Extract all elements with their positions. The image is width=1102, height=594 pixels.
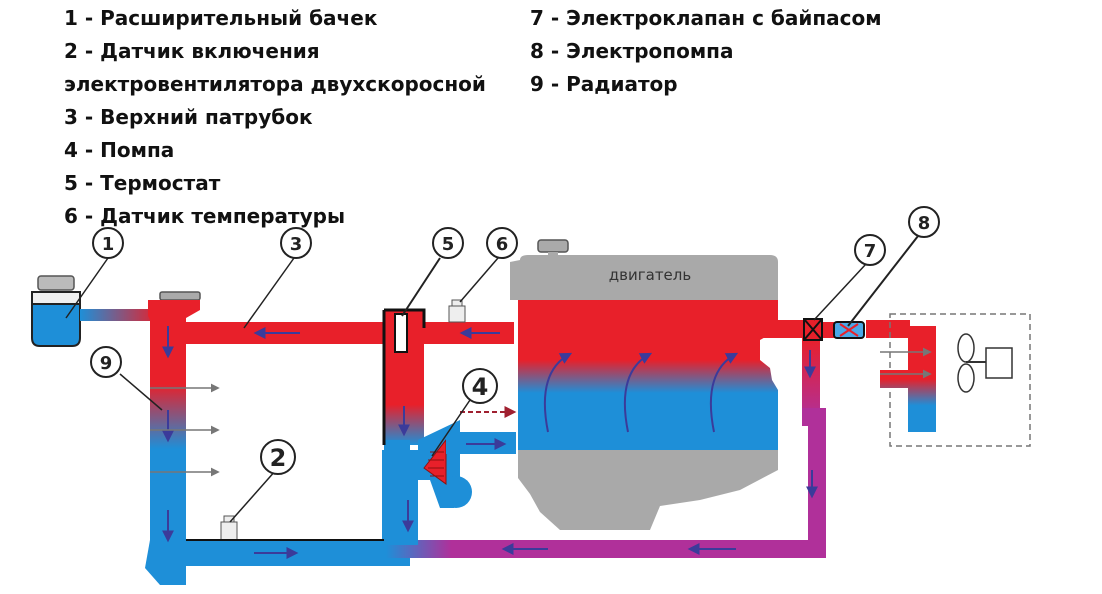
callout-4: 4 (472, 373, 489, 401)
expansion-tank (31, 275, 81, 347)
bottom-return-pipe (186, 540, 410, 566)
valve-outlet-pipe (760, 320, 808, 338)
radiator (145, 291, 201, 585)
callout-7: 7 (864, 241, 877, 262)
legend-item-2: 2 - Датчик включения (64, 39, 320, 63)
callouts: 1 2 3 4 5 6 7 8 9 (65, 206, 940, 523)
tank-connector-pipe (80, 309, 160, 321)
electro-valve (803, 318, 823, 341)
engine-label: двигатель (609, 266, 691, 284)
legend-item-5: 5 - Термостат (64, 171, 221, 195)
flow-arrows (162, 326, 818, 559)
legend-item-7: 7 - Электроклапан с байпасом (530, 6, 882, 30)
legend-item-3: 3 - Верхний патрубок (64, 105, 313, 129)
legend-item-8: 8 - Электропомпа (530, 39, 734, 63)
bypass-down-pipe (802, 338, 820, 420)
temperature-sensor (448, 299, 466, 323)
engine: двигатель (510, 239, 778, 530)
callout-2: 2 (270, 444, 287, 472)
legend-item-1: 1 - Расширительный бачек (64, 6, 378, 30)
legend-right: 7 - Электроклапан с байпасом 8 - Электро… (530, 2, 882, 101)
legend-item-4: 4 - Помпа (64, 138, 175, 162)
heat-arrows (150, 347, 932, 477)
callout-9: 9 (100, 353, 113, 374)
electro-pump (833, 321, 865, 339)
legend-item-6: 6 - Датчик температуры (64, 204, 346, 228)
legend-left: 1 - Расширительный бачек 2 - Датчик вклю… (64, 2, 486, 233)
bypass-return-pipe (386, 540, 822, 558)
callout-5: 5 (442, 234, 455, 255)
legend-item-2-continued: электровентилятора двухскоросной (64, 72, 486, 96)
callout-1: 1 (102, 234, 115, 255)
callout-8: 8 (918, 213, 931, 234)
callout-6: 6 (496, 234, 509, 255)
callout-3: 3 (290, 234, 303, 255)
legend-item-9: 9 - Радиатор (530, 72, 678, 96)
fan-switch-sensor (220, 515, 238, 541)
